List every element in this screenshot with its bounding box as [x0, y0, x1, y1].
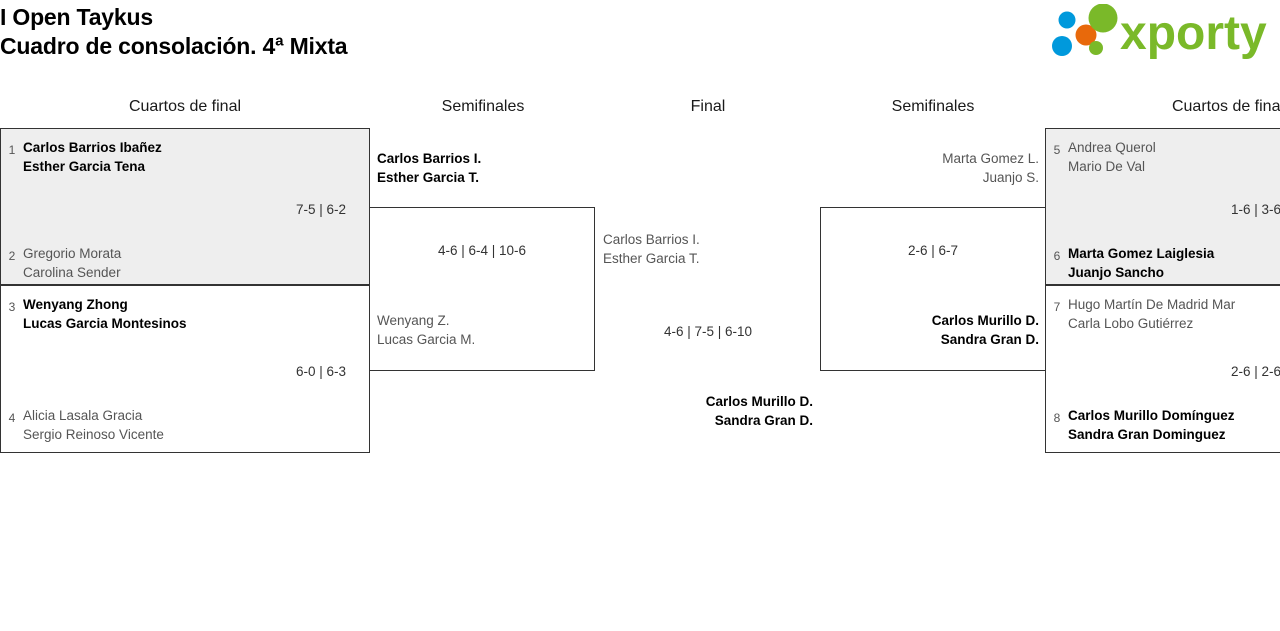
sf-left-top-team[interactable]: Carlos Barrios I. Esther Garcia T.	[377, 149, 481, 187]
final-top-player2: Esther Garcia T.	[603, 251, 700, 266]
connector-sf-right	[820, 207, 1046, 371]
round-header-sf-right: Semifinales	[891, 98, 975, 115]
qf4-bottom-player2: Sandra Gran Dominguez	[1068, 427, 1226, 442]
tournament-name: I Open Taykus	[0, 4, 153, 30]
qf3-bottom-player2: Juanjo Sancho	[1068, 265, 1165, 280]
qf2-score: 6-0 | 6-3	[295, 364, 346, 379]
sf-left-top-player2: Esther Garcia T.	[377, 170, 480, 185]
qf2-bottom-seed: 4	[8, 411, 16, 425]
qf1-bottom-names: Gregorio Morata Carolina Sender	[23, 244, 121, 282]
qf1-score: 7-5 | 6-2	[295, 202, 346, 217]
final-score: 4-6 | 7-5 | 6-10	[663, 324, 753, 339]
sf-right-top-team[interactable]: Marta Gomez L. Juanjo S.	[823, 149, 1039, 187]
logo-dot-green-small	[1089, 41, 1103, 55]
sf-left-bottom-player1: Wenyang Z.	[377, 313, 450, 328]
qf2-top-player1: Wenyang Zhong	[23, 297, 128, 312]
round-header-qf-left: Cuartos de final	[128, 98, 242, 115]
sf-left-top-player1: Carlos Barrios I.	[377, 151, 482, 166]
qf2-bottom-player2: Sergio Reinoso Vicente	[23, 427, 164, 442]
qf4-bottom-player1: Carlos Murillo Domínguez	[1068, 408, 1235, 423]
qf2-bottom-team[interactable]: 4 Alicia Lasala Gracia Sergio Reinoso Vi…	[1, 406, 369, 444]
qf3-top-team[interactable]: 5 Andrea Querol Mario De Val	[1046, 138, 1280, 176]
sf-left-score: 4-6 | 6-4 | 10-6	[437, 243, 527, 258]
sf-right-bottom-player1: Carlos Murillo D.	[931, 313, 1039, 328]
connector-sf-left	[369, 207, 595, 371]
bracket-subtitle: Cuadro de consolación. 4ª Mixta	[0, 33, 348, 59]
match-box-qf-right-2[interactable]: 7 Hugo Martín De Madrid Mar Carla Lobo G…	[1045, 285, 1280, 453]
qf4-top-names: Hugo Martín De Madrid Mar Carla Lobo Gut…	[1068, 295, 1235, 333]
qf4-bottom-seed: 8	[1053, 411, 1061, 425]
qf4-top-player2: Carla Lobo Gutiérrez	[1068, 316, 1194, 331]
final-bottom-player2: Sandra Gran D.	[714, 413, 813, 428]
qf3-top-seed: 5	[1053, 143, 1061, 157]
sf-right-top-player2: Juanjo S.	[982, 170, 1039, 185]
final-bottom-team[interactable]: Carlos Murillo D. Sandra Gran D.	[603, 392, 813, 430]
qf4-top-seed: 7	[1053, 300, 1061, 314]
logo-dot-orange	[1075, 24, 1097, 46]
round-header-sf-left: Semifinales	[441, 98, 525, 115]
qf2-bottom-names: Alicia Lasala Gracia Sergio Reinoso Vice…	[23, 406, 164, 444]
qf4-top-team[interactable]: 7 Hugo Martín De Madrid Mar Carla Lobo G…	[1046, 295, 1280, 333]
qf1-top-names: Carlos Barrios Ibañez Esther Garcia Tena	[23, 138, 162, 176]
final-top-player1: Carlos Barrios I.	[603, 232, 700, 247]
qf3-bottom-team[interactable]: 6 Marta Gomez Laiglesia Juanjo Sancho	[1046, 244, 1280, 282]
sf-right-top-player1: Marta Gomez L.	[942, 151, 1039, 166]
qf2-top-player2: Lucas Garcia Montesinos	[23, 316, 187, 331]
qf3-bottom-seed: 6	[1053, 249, 1061, 263]
page-title: I Open Taykus Cuadro de consolación. 4ª …	[0, 0, 700, 61]
sf-right-score: 2-6 | 6-7	[907, 243, 959, 258]
qf3-bottom-names: Marta Gomez Laiglesia Juanjo Sancho	[1068, 244, 1214, 282]
qf2-top-seed: 3	[8, 300, 16, 314]
qf4-bottom-names: Carlos Murillo Domínguez Sandra Gran Dom…	[1068, 406, 1235, 444]
qf1-top-player2: Esther Garcia Tena	[23, 159, 146, 174]
qf3-score: 1-6 | 3-6	[1230, 202, 1280, 217]
match-box-qf-right-1[interactable]: 5 Andrea Querol Mario De Val 1-6 | 3-6 6…	[1045, 128, 1280, 285]
qf2-top-team[interactable]: 3 Wenyang Zhong Lucas Garcia Montesinos	[1, 295, 369, 333]
qf1-top-seed: 1	[8, 143, 16, 157]
match-box-qf-left-2[interactable]: 3 Wenyang Zhong Lucas Garcia Montesinos …	[0, 285, 370, 453]
qf3-top-player2: Mario De Val	[1068, 159, 1146, 174]
sf-right-bottom-player2: Sandra Gran D.	[940, 332, 1039, 347]
sf-right-bottom-team[interactable]: Carlos Murillo D. Sandra Gran D.	[823, 311, 1039, 349]
qf1-top-player1: Carlos Barrios Ibañez	[23, 140, 162, 155]
qf4-top-player1: Hugo Martín De Madrid Mar	[1068, 297, 1236, 312]
logo-wordmark: xporty	[1120, 7, 1267, 60]
match-box-qf-left-1[interactable]: 1 Carlos Barrios Ibañez Esther Garcia Te…	[0, 128, 370, 285]
xporty-logo[interactable]: xporty	[1048, 4, 1274, 62]
qf1-bottom-player2: Carolina Sender	[23, 265, 121, 280]
qf3-top-names: Andrea Querol Mario De Val	[1068, 138, 1156, 176]
qf2-top-names: Wenyang Zhong Lucas Garcia Montesinos	[23, 295, 187, 333]
logo-dot-blue-top	[1058, 11, 1076, 29]
final-top-team[interactable]: Carlos Barrios I. Esther Garcia T.	[603, 230, 700, 268]
xporty-logo-graphic: xporty	[1052, 4, 1267, 60]
final-bottom-player1: Carlos Murillo D.	[705, 394, 813, 409]
qf4-bottom-team[interactable]: 8 Carlos Murillo Domínguez Sandra Gran D…	[1046, 406, 1280, 444]
qf1-bottom-team[interactable]: 2 Gregorio Morata Carolina Sender	[1, 244, 369, 282]
logo-dot-blue-bottom	[1052, 36, 1072, 56]
qf2-bottom-player1: Alicia Lasala Gracia	[23, 408, 143, 423]
sf-left-bottom-player2: Lucas Garcia M.	[377, 332, 476, 347]
logo-dot-green-large	[1088, 4, 1118, 33]
qf1-top-team[interactable]: 1 Carlos Barrios Ibañez Esther Garcia Te…	[1, 138, 369, 176]
sf-left-bottom-team[interactable]: Wenyang Z. Lucas Garcia M.	[377, 311, 475, 349]
qf4-score: 2-6 | 2-6	[1230, 364, 1280, 379]
qf1-bottom-seed: 2	[8, 249, 16, 263]
round-header-qf-right: Cuartos de final	[1171, 98, 1280, 115]
round-header-final: Final	[690, 98, 726, 115]
qf3-bottom-player1: Marta Gomez Laiglesia	[1068, 246, 1215, 261]
qf3-top-player1: Andrea Querol	[1068, 140, 1156, 155]
qf1-bottom-player1: Gregorio Morata	[23, 246, 122, 261]
